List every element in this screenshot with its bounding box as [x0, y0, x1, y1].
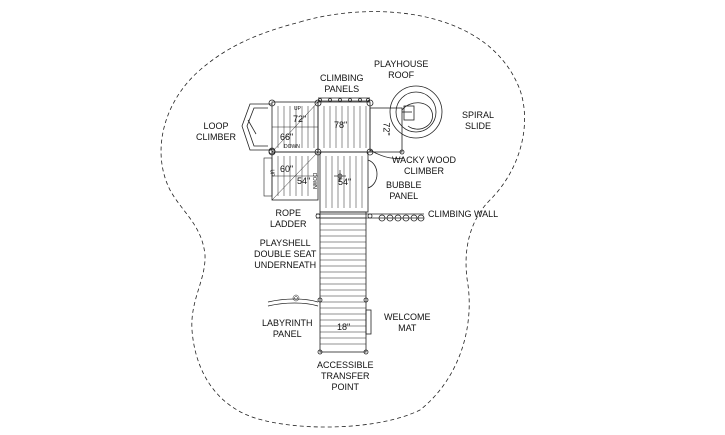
- stair-down-marker: DOWN: [284, 144, 300, 150]
- label-rope-ladder: ROPE LADDER: [270, 208, 307, 229]
- dim-54-center: 54": [338, 177, 352, 187]
- rope-ladder: [263, 157, 273, 197]
- labyrinth-panel: [267, 294, 319, 307]
- dim-54-left: 54": [297, 176, 311, 186]
- ramp-slats: [320, 217, 366, 345]
- climbing-panels: [318, 97, 370, 102]
- dim-72-vertical: 72": [381, 122, 392, 136]
- stair-up-marker: UP: [294, 106, 301, 112]
- label-accessible-transfer-point: ACCESSIBLE TRANSFER POINT: [317, 360, 374, 392]
- label-wacky-wood-climber: WACKY WOOD CLIMBER: [392, 155, 457, 176]
- deck-72-66-hatch: [271, 101, 319, 153]
- side-up-marker: UP: [268, 169, 275, 177]
- deck-78-hatch: [323, 106, 367, 148]
- deck-72-right: [369, 107, 403, 153]
- access-ramp: [319, 211, 367, 353]
- playshell-double-seat: [334, 170, 346, 182]
- label-bubble-panel: BUBBLE PANEL: [386, 180, 422, 201]
- welcome-mat: [365, 309, 372, 335]
- dim-60: 60": [280, 164, 294, 174]
- label-playhouse-roof: PLAYHOUSE ROOF: [374, 59, 429, 80]
- bubble-panel: [367, 159, 378, 189]
- spiral-slide: [389, 85, 443, 139]
- dim-66: 66": [280, 132, 294, 142]
- use-zone-boundary: [160, 11, 525, 428]
- dim-18: 18": [337, 322, 351, 332]
- label-climbing-wall: CLIMBING WALL: [428, 209, 499, 219]
- deck-54-hatch: [325, 156, 363, 208]
- side-down-marker: DOWN: [310, 173, 317, 189]
- ramp-posts: [317, 297, 369, 355]
- deck-60-54-hatch: [271, 151, 319, 201]
- dim-78: 78": [334, 120, 348, 130]
- label-labyrinth-panel: LABYRINTH PANEL: [262, 318, 313, 339]
- dim-72-left: 72": [293, 114, 307, 124]
- label-climbing-panels: CLIMBING PANELS: [320, 73, 364, 94]
- label-spiral-slide: SPIRAL SLIDE: [462, 110, 495, 131]
- label-loop-climber: LOOP CLIMBER: [196, 121, 237, 142]
- wacky-wood-climber: [369, 149, 405, 159]
- label-welcome-mat: WELCOME MAT: [384, 312, 431, 333]
- loop-climber: [241, 99, 276, 155]
- label-playshell: PLAYSHELL DOUBLE SEAT UNDERNEATH: [254, 238, 317, 270]
- climbing-wall: [315, 213, 425, 222]
